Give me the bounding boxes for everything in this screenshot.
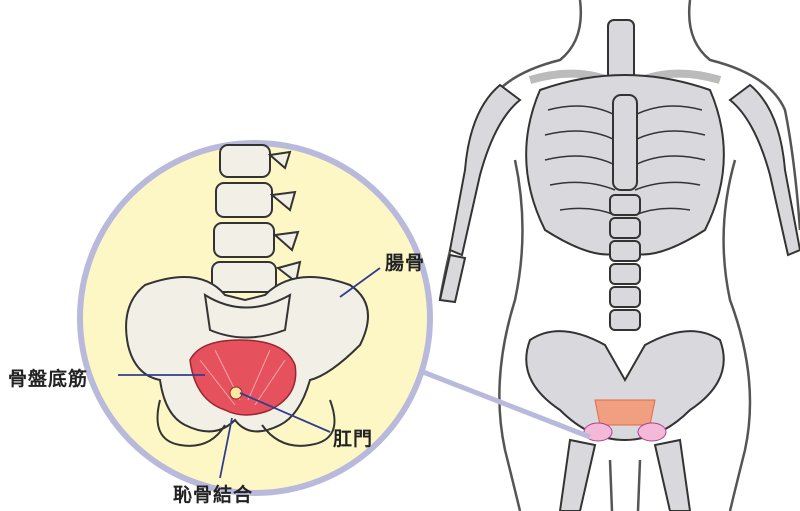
cervical-spine [607, 19, 635, 81]
femur [558, 438, 692, 511]
label-pubic-symphysis: 恥骨結合 [173, 484, 254, 506]
label-ilium: 腸骨 [385, 252, 426, 274]
sternum [612, 94, 638, 191]
skeleton-pelvis [525, 330, 725, 442]
vertebra [213, 222, 275, 258]
vertebra [211, 261, 277, 293]
vertebra [215, 182, 273, 218]
label-anus: 肛門 [333, 428, 374, 450]
skeleton-pelvic-floor-muscle [583, 399, 667, 442]
right-arm-bone [728, 83, 800, 257]
zoom-connector-line [422, 369, 591, 440]
lumbar-spine [609, 194, 641, 331]
skeleton [438, 19, 800, 511]
leader-lines [118, 267, 381, 479]
label-pelvic-floor-muscle: 骨盤底筋 [8, 368, 89, 390]
sacrum [203, 293, 292, 339]
vertebra [219, 144, 271, 178]
left-arm-bone [448, 83, 522, 257]
